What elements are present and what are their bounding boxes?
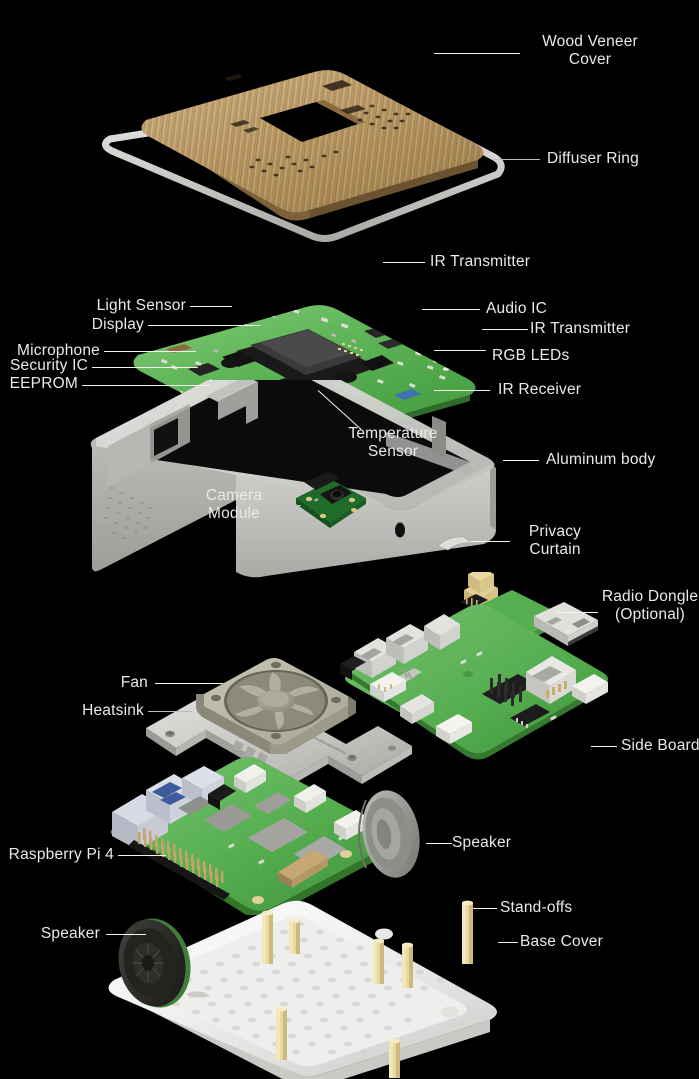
leader-radio-dongle xyxy=(556,612,598,614)
label-raspberry-pi-4: Raspberry Pi 4 xyxy=(8,846,114,863)
leader-speaker-right xyxy=(426,843,452,845)
label-stand-offs: Stand-offs xyxy=(500,899,573,916)
label-base-cover: Base Cover xyxy=(520,933,603,950)
label-display: Display xyxy=(91,316,144,333)
leader-side-board xyxy=(591,746,617,748)
leader-heatsink xyxy=(148,711,192,713)
leader-ir-transmitter-top xyxy=(383,262,425,264)
label-eeprom: EEPROM xyxy=(9,375,78,392)
label-audio-ic: Audio IC xyxy=(486,300,548,317)
raspberry-pi-4 xyxy=(108,750,408,919)
leader-speaker-left xyxy=(106,934,146,936)
label-heatsink: Heatsink xyxy=(82,702,144,719)
label-wood-veneer-cover: Wood Veneer Cover xyxy=(542,33,638,68)
side-board xyxy=(340,600,640,770)
leader-stand-offs xyxy=(473,908,497,910)
label-ir-receiver: IR Receiver xyxy=(498,381,582,398)
label-side-board: Side Board xyxy=(621,737,699,754)
leader-security-ic xyxy=(92,367,198,369)
leader-base-cover xyxy=(498,942,518,944)
fan xyxy=(196,652,366,772)
leader-ir-receiver xyxy=(434,390,490,392)
leader-eeprom xyxy=(82,385,210,387)
label-privacy-curtain: Privacy Curtain xyxy=(528,523,582,558)
wood-veneer-cover xyxy=(110,8,510,228)
leader-fan xyxy=(155,683,223,685)
speaker-left xyxy=(110,912,206,1014)
leader-privacy-curtain xyxy=(470,541,510,543)
label-light-sensor: Light Sensor xyxy=(96,297,186,314)
leader-display xyxy=(148,325,260,327)
label-microphone: Microphone xyxy=(17,342,100,359)
label-speaker-left: Speaker xyxy=(40,925,100,942)
label-camera-module: Camera Module xyxy=(205,487,263,522)
leader-raspberry-pi-4 xyxy=(118,855,166,857)
label-temperature-sensor: Temperature Sensor xyxy=(348,425,438,460)
speaker-right xyxy=(348,784,434,884)
label-speaker-right: Speaker xyxy=(452,834,512,851)
label-ir-transmitter-top: IR Transmitter xyxy=(430,253,531,270)
leader-microphone xyxy=(104,351,196,353)
label-radio-dongle: Radio Dongle (Optional) xyxy=(601,588,699,623)
camera-module xyxy=(292,470,372,540)
leader-wood-veneer-cover xyxy=(434,53,520,55)
label-fan: Fan xyxy=(120,674,148,691)
leader-ir-transmitter-side xyxy=(482,329,528,331)
leader-light-sensor xyxy=(190,306,232,308)
label-diffuser-ring: Diffuser Ring xyxy=(547,150,639,167)
label-security-ic: Security IC xyxy=(10,357,88,374)
stand-offs xyxy=(92,884,512,1079)
leader-audio-ic xyxy=(422,309,480,311)
leader-rgb-leds xyxy=(434,350,486,352)
leader-camera-module xyxy=(275,505,301,507)
label-rgb-leds: RGB LEDs xyxy=(492,347,570,364)
label-ir-transmitter-side: IR Transmitter xyxy=(530,320,631,337)
leader-aluminum-body xyxy=(503,460,539,462)
label-aluminum-body: Aluminum body xyxy=(546,451,656,468)
leader-diffuser-ring xyxy=(494,159,540,161)
